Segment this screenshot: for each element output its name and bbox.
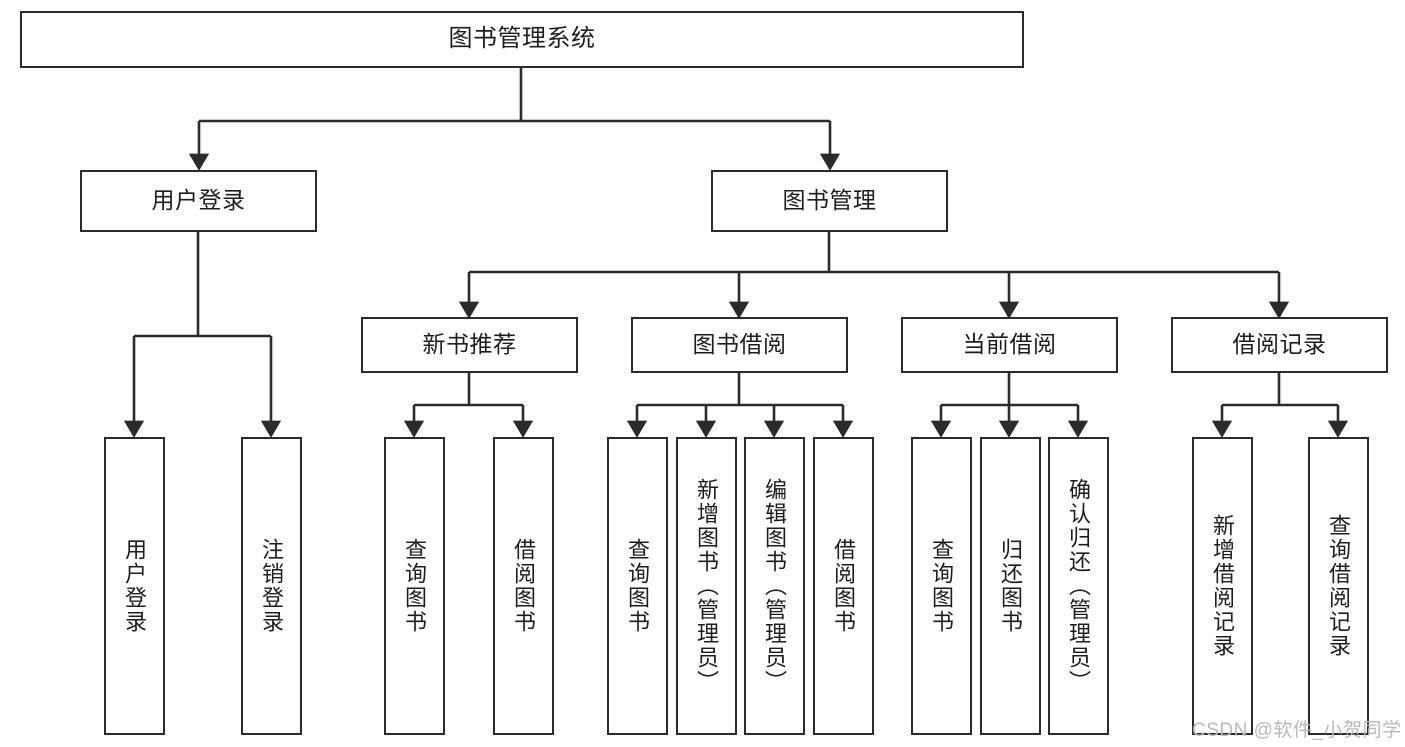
node-leaf-borrow-edit-book[interactable]: 编辑图书（管理员） [744,437,805,735]
node-leaf-borrow-borrow-book[interactable]: 借阅图书 [813,437,874,735]
node-current-borrow-label: 当前借阅 [962,331,1057,358]
node-book-manage[interactable]: 图书管理 [711,170,948,232]
node-leaf-user-logout[interactable]: 注销登录 [241,437,302,735]
node-leaf-user-logout-label: 注销登录 [259,538,285,634]
node-book-borrow[interactable]: 图书借阅 [631,317,848,373]
node-user-login-label: 用户登录 [151,187,246,214]
node-book-borrow-label: 图书借阅 [692,331,787,358]
node-borrow-record[interactable]: 借阅记录 [1171,317,1388,373]
node-root-system-label: 图书管理系统 [448,25,596,53]
node-leaf-borrow-add-book-label: 新增图书（管理员） [694,478,720,694]
node-leaf-borrow-query-book-label: 查询图书 [625,538,651,634]
node-leaf-record-query[interactable]: 查询借阅记录 [1308,437,1369,735]
node-book-manage-label: 图书管理 [782,187,877,214]
node-leaf-borrow-query-book[interactable]: 查询图书 [607,437,668,735]
node-leaf-recommend-borrow-book[interactable]: 借阅图书 [493,437,554,735]
node-leaf-record-add[interactable]: 新增借阅记录 [1192,437,1253,735]
node-current-borrow[interactable]: 当前借阅 [901,317,1118,373]
node-leaf-borrow-edit-book-label: 编辑图书（管理员） [762,478,788,694]
node-leaf-recommend-query-book-label: 查询图书 [402,538,428,634]
node-borrow-record-label: 借阅记录 [1232,331,1327,358]
node-new-book-recommend[interactable]: 新书推荐 [361,317,578,373]
node-leaf-borrow-borrow-book-label: 借阅图书 [831,538,857,634]
node-leaf-record-add-label: 新增借阅记录 [1210,514,1236,658]
node-leaf-recommend-borrow-book-label: 借阅图书 [511,538,537,634]
node-leaf-recommend-query-book[interactable]: 查询图书 [384,437,445,735]
node-leaf-current-confirm-return[interactable]: 确认归还（管理员） [1048,437,1109,735]
node-new-book-recommend-label: 新书推荐 [422,331,517,358]
node-leaf-current-query-book[interactable]: 查询图书 [911,437,972,735]
node-leaf-borrow-add-book[interactable]: 新增图书（管理员） [676,437,737,735]
node-leaf-current-return-book[interactable]: 归还图书 [980,437,1041,735]
node-leaf-user-login[interactable]: 用户登录 [104,437,165,735]
node-leaf-record-query-label: 查询借阅记录 [1326,514,1352,658]
node-leaf-current-return-book-label: 归还图书 [998,538,1024,634]
node-user-login[interactable]: 用户登录 [80,170,317,232]
node-leaf-current-confirm-return-label: 确认归还（管理员） [1066,478,1092,694]
csdn-watermark: CSDN @软件_小贺同学 [1192,720,1402,741]
node-leaf-user-login-label: 用户登录 [122,538,148,634]
node-root-system[interactable]: 图书管理系统 [20,11,1024,68]
node-leaf-current-query-book-label: 查询图书 [929,538,955,634]
